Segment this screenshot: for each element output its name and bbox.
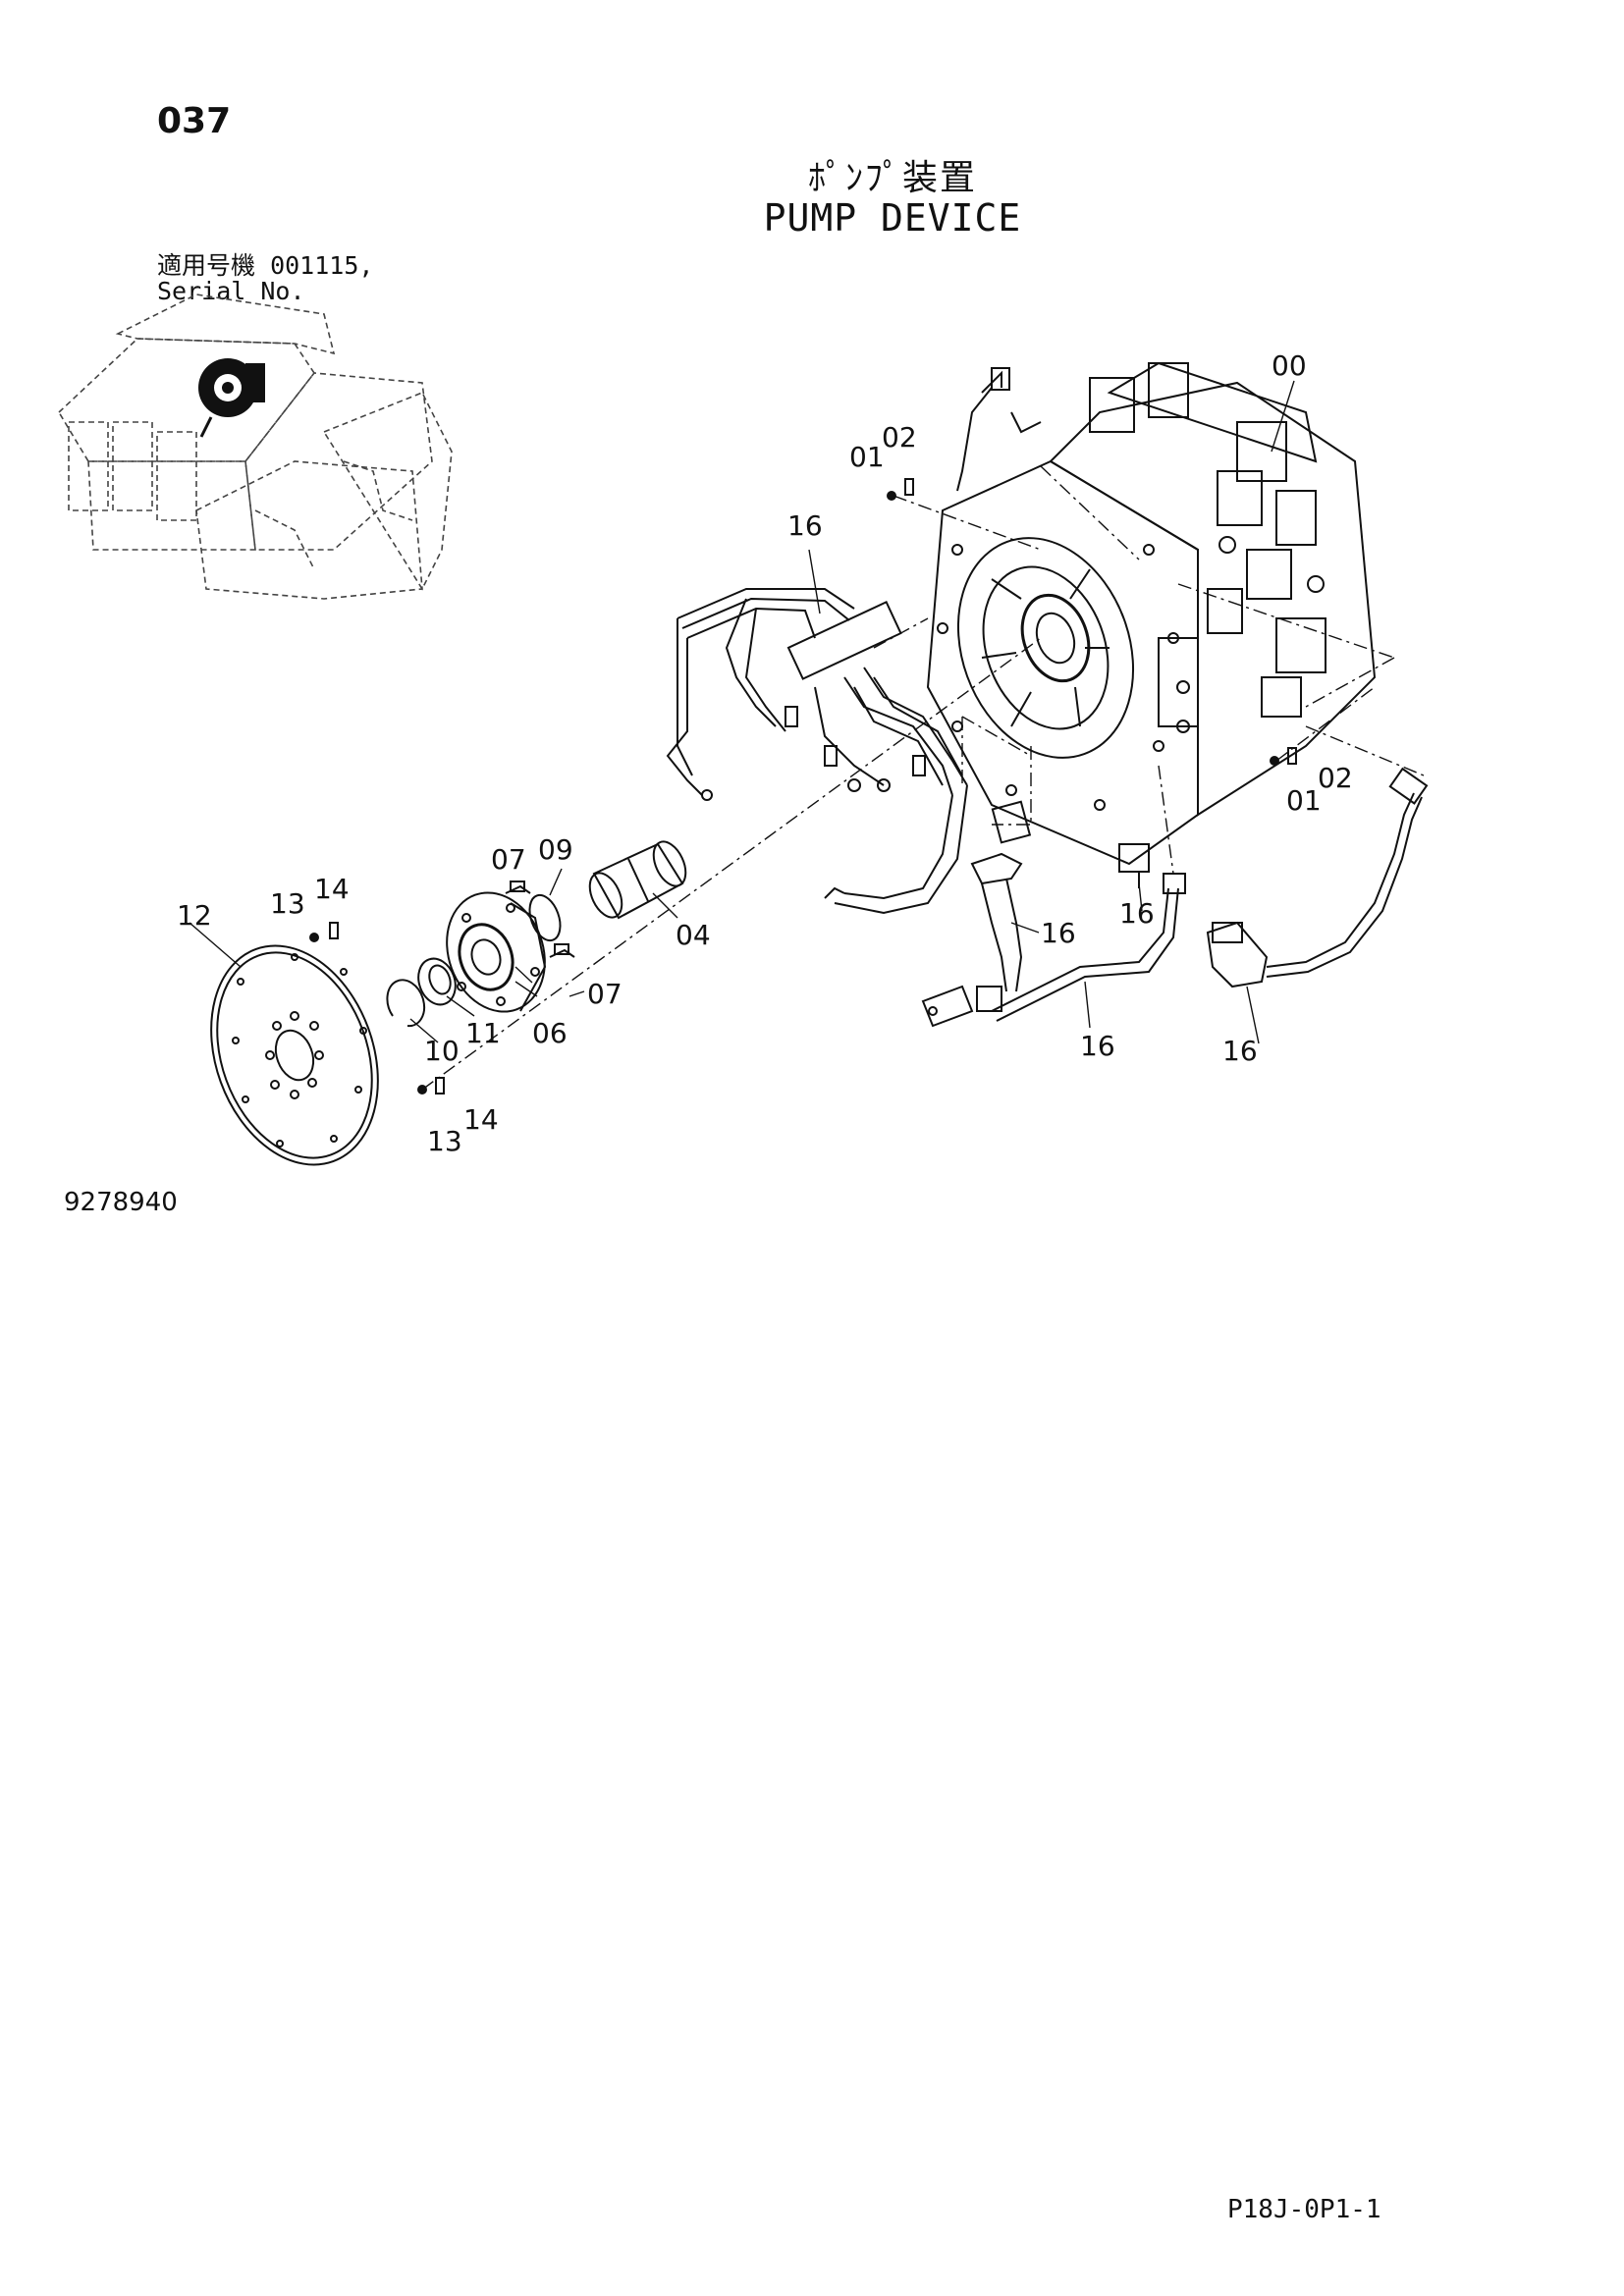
page-number: 037 xyxy=(157,101,232,141)
flywheel-plate-drawing xyxy=(210,944,379,1166)
callout-06: 06 xyxy=(532,1017,568,1049)
serial-label-jp: 適用号機 xyxy=(157,251,256,280)
callout-16: 16 xyxy=(787,509,823,542)
pump-highlight-icon xyxy=(198,358,265,438)
serial-line: 適用号機 001115, xyxy=(157,253,373,279)
leader-lines xyxy=(189,380,1425,1091)
callout-00: 00 xyxy=(1272,349,1307,382)
title-japanese: ﾎﾟﾝﾌﾟ装置 xyxy=(807,158,977,198)
callout-07: 07 xyxy=(491,843,526,876)
coupling-parts-drawing xyxy=(386,840,687,1028)
callout-12: 12 xyxy=(177,899,212,932)
callout-01: 01 xyxy=(1286,784,1322,817)
callout-14: 14 xyxy=(314,873,350,905)
callout-02: 02 xyxy=(1318,762,1353,794)
callout-16: 16 xyxy=(1041,917,1076,949)
page-code: P18J-0P1-1 xyxy=(1227,2195,1381,2224)
title-english: PUMP DEVICE xyxy=(763,196,1022,240)
callout-16: 16 xyxy=(1119,897,1155,930)
serial-block: 適用号機 001115, Serial No. xyxy=(157,253,373,304)
callout-16: 16 xyxy=(1222,1035,1258,1067)
callout-14: 14 xyxy=(463,1103,499,1136)
callout-16: 16 xyxy=(1080,1030,1115,1062)
callout-02: 02 xyxy=(882,421,917,454)
callout-11: 11 xyxy=(465,1017,501,1049)
callout-09: 09 xyxy=(538,833,573,866)
serial-value: 001115, xyxy=(270,251,374,280)
callout-01: 01 xyxy=(849,441,885,473)
machine-locator-thumbnail xyxy=(57,294,453,600)
hose-piping-drawing xyxy=(666,588,968,915)
callout-13: 13 xyxy=(427,1125,462,1157)
drawing-number: 9278940 xyxy=(64,1188,178,1217)
callout-10: 10 xyxy=(424,1035,460,1067)
callout-07: 07 xyxy=(587,978,623,1010)
callout-labels: 00 01 02 16 01 02 07 09 04 16 16 12 13 1… xyxy=(177,349,1353,1157)
sensor-hose-drawing xyxy=(921,767,1429,1028)
callout-04: 04 xyxy=(676,919,711,951)
fastener-drawing xyxy=(309,478,1297,1095)
callout-13: 13 xyxy=(270,887,305,920)
